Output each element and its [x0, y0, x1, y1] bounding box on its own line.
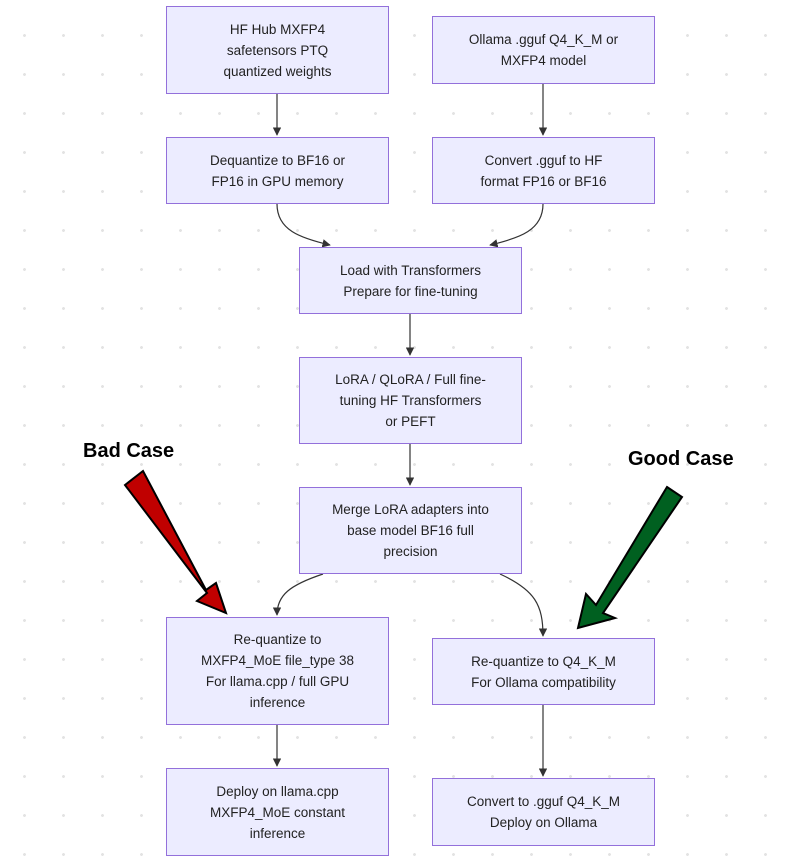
node-convert-deploy-ollama: Convert to .gguf Q4_K_M Deploy on Ollama	[432, 778, 655, 846]
node-requantize-mxfp4-moe: Re-quantize to MXFP4_MoE file_type 38 Fo…	[166, 617, 389, 725]
node-ollama-model: Ollama .gguf Q4_K_M or MXFP4 model	[432, 16, 655, 84]
node-load-transformers: Load with Transformers Prepare for fine-…	[299, 247, 522, 314]
bad-case-label: Bad Case	[83, 440, 175, 462]
node-hf-hub-mxfp4: HF Hub MXFP4 safetensors PTQ quantized w…	[166, 6, 389, 94]
node-merge-lora: Merge LoRA adapters into base model BF16…	[299, 487, 522, 574]
node-finetune: LoRA / QLoRA / Full fine- tuning HF Tran…	[299, 357, 522, 444]
node-convert-gguf-to-hf: Convert .gguf to HF format FP16 or BF16	[432, 137, 655, 204]
good-case-label: Good Case	[628, 448, 734, 470]
edge-merge-to-requant-q4km	[499, 573, 548, 637]
good-case-arrow	[576, 485, 684, 630]
node-requantize-q4km: Re-quantize to Q4_K_M For Ollama compati…	[432, 638, 655, 705]
node-deploy-llamacpp: Deploy on llama.cpp MXFP4_MoE constant i…	[166, 768, 389, 856]
bad-case-arrow	[123, 469, 228, 615]
edge-convert-to-load	[489, 203, 544, 248]
edge-merge-to-requant-mxfp4	[272, 573, 324, 616]
edge-dequantize-to-load	[276, 203, 331, 248]
node-dequantize: Dequantize to BF16 or FP16 in GPU memory	[166, 137, 389, 204]
